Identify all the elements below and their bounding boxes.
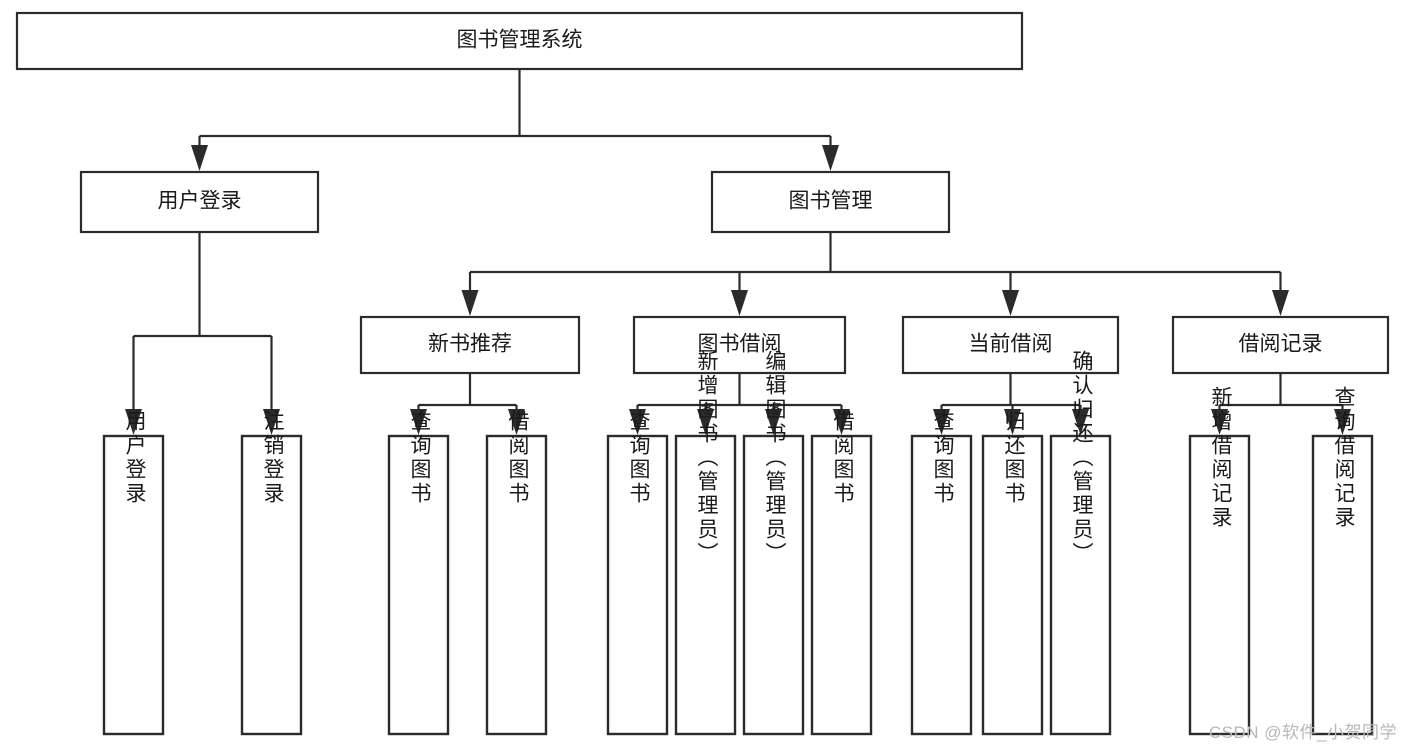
node-root[interactable]: 图书管理系统 xyxy=(15,11,1024,71)
node-label: 注销登录 xyxy=(261,410,285,506)
connector-group-book_manage xyxy=(461,232,1289,316)
arrow-head-icon xyxy=(731,290,748,316)
node-box[interactable] xyxy=(710,170,951,234)
node-label: 新增图书（管理员） xyxy=(695,350,719,566)
node-borrow-record[interactable]: 借阅记录 xyxy=(1171,315,1390,375)
connector-group-current_borrow xyxy=(933,373,1089,435)
node-label: 新书推荐 xyxy=(428,333,512,356)
node-leaf-query-book-3[interactable]: 查询图书 xyxy=(910,410,973,736)
node-label: 查询图书 xyxy=(627,410,651,506)
node-box[interactable] xyxy=(606,434,669,736)
node-box[interactable] xyxy=(1311,434,1374,736)
node-box[interactable] xyxy=(910,434,973,736)
arrow-head-icon xyxy=(125,409,142,435)
node-leaf-return-book[interactable]: 归还图书 xyxy=(981,410,1044,736)
node-book-manage[interactable]: 图书管理 xyxy=(710,170,951,234)
arrow-head-icon xyxy=(508,409,525,435)
node-leaf-user-login[interactable]: 用户登录 xyxy=(102,410,165,736)
connector-group-book_borrow xyxy=(629,373,850,435)
connector-group-user_login xyxy=(125,232,280,435)
arrow-head-icon xyxy=(1004,409,1021,435)
node-leaf-confirm-return[interactable]: 确认归还（管理员） xyxy=(1049,350,1112,736)
node-new-book-rec[interactable]: 新书推荐 xyxy=(359,315,581,375)
node-box[interactable] xyxy=(240,434,303,736)
arrow-head-icon xyxy=(1272,290,1289,316)
node-box[interactable] xyxy=(79,170,320,234)
node-label: 当前借阅 xyxy=(969,333,1053,356)
node-box[interactable] xyxy=(1188,434,1251,736)
node-box[interactable] xyxy=(632,315,847,375)
node-box[interactable] xyxy=(810,434,873,736)
node-box[interactable] xyxy=(387,434,450,736)
node-box[interactable] xyxy=(981,434,1044,736)
node-label: 查询图书 xyxy=(408,410,432,506)
node-box[interactable] xyxy=(901,315,1120,375)
node-book-borrow[interactable]: 图书借阅 xyxy=(632,315,847,375)
node-box[interactable] xyxy=(15,11,1024,71)
node-leaf-add-book[interactable]: 新增图书（管理员） xyxy=(674,350,737,736)
connector-layer xyxy=(125,69,1351,435)
node-label: 图书管理系统 xyxy=(457,29,583,52)
arrow-head-icon xyxy=(833,409,850,435)
node-leaf-logout[interactable]: 注销登录 xyxy=(240,410,303,736)
node-label: 查询借阅记录 xyxy=(1332,386,1356,530)
node-layer: 图书管理系统用户登录图书管理新书推荐图书借阅当前借阅借阅记录用户登录注销登录查询… xyxy=(15,11,1390,736)
connector-group-new_book_rec xyxy=(410,373,525,435)
node-leaf-borrow-book-2[interactable]: 借阅图书 xyxy=(810,410,873,736)
connector-group-borrow_record xyxy=(1211,373,1351,435)
node-user-login[interactable]: 用户登录 xyxy=(79,170,320,234)
connector-group-root xyxy=(191,69,839,171)
node-box[interactable] xyxy=(1171,315,1390,375)
node-leaf-query-book-2[interactable]: 查询图书 xyxy=(606,410,669,736)
arrow-head-icon xyxy=(263,409,280,435)
node-box[interactable] xyxy=(742,434,805,736)
node-box[interactable] xyxy=(359,315,581,375)
node-label: 借阅图书 xyxy=(506,410,530,506)
node-label: 查询图书 xyxy=(931,410,955,506)
arrow-head-icon xyxy=(191,145,208,171)
node-label: 确认归还（管理员） xyxy=(1070,350,1094,566)
node-label: 用户登录 xyxy=(158,190,242,213)
node-label: 归还图书 xyxy=(1002,410,1026,506)
arrow-head-icon xyxy=(1072,409,1089,435)
node-label: 借阅记录 xyxy=(1239,333,1323,356)
node-box[interactable] xyxy=(674,434,737,736)
node-label: 用户登录 xyxy=(123,410,147,506)
arrow-head-icon xyxy=(410,409,427,435)
node-box[interactable] xyxy=(485,434,548,736)
arrow-head-icon xyxy=(1002,290,1019,316)
arrow-head-icon xyxy=(697,409,714,435)
arrow-head-icon xyxy=(629,409,646,435)
arrow-head-icon xyxy=(1334,409,1351,435)
arrow-head-icon xyxy=(933,409,950,435)
node-label: 图书管理 xyxy=(789,190,873,213)
node-label: 新增借阅记录 xyxy=(1209,386,1233,530)
arrow-head-icon xyxy=(765,409,782,435)
node-box[interactable] xyxy=(102,434,165,736)
node-label: 图书借阅 xyxy=(698,333,782,356)
arrow-head-icon xyxy=(461,290,479,316)
arrow-head-icon xyxy=(1211,409,1228,435)
node-current-borrow[interactable]: 当前借阅 xyxy=(901,315,1120,375)
node-label: 编辑图书（管理员） xyxy=(763,350,787,566)
node-leaf-query-book-1[interactable]: 查询图书 xyxy=(387,410,450,736)
node-box[interactable] xyxy=(1049,434,1112,736)
node-leaf-edit-book[interactable]: 编辑图书（管理员） xyxy=(742,350,805,736)
node-leaf-add-record[interactable]: 新增借阅记录 xyxy=(1188,386,1251,736)
node-leaf-query-record[interactable]: 查询借阅记录 xyxy=(1311,386,1374,736)
node-label: 借阅图书 xyxy=(831,410,855,506)
node-leaf-borrow-book-1[interactable]: 借阅图书 xyxy=(485,410,548,736)
arrow-head-icon xyxy=(822,145,839,171)
